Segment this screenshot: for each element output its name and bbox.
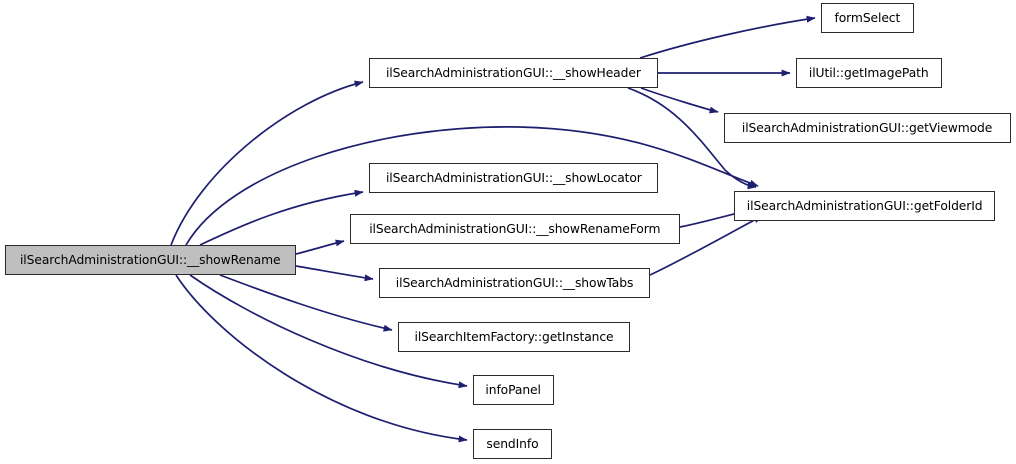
node-label: ilUtil::getImagePath bbox=[809, 64, 929, 80]
node-infoPanel[interactable]: infoPanel bbox=[473, 375, 554, 405]
edge-showHeader-formSelect bbox=[639, 15, 816, 59]
node-sendInfo[interactable]: sendInfo bbox=[473, 429, 552, 459]
node-label: formSelect bbox=[834, 9, 901, 25]
edge-showRename-showRenameForm bbox=[295, 239, 345, 255]
edge-showRename-showLocator bbox=[199, 189, 364, 246]
node-label: ilSearchAdministrationGUI::getFolderId bbox=[746, 197, 983, 213]
node-label: sendInfo bbox=[486, 435, 539, 451]
edge-showRename-showHeader bbox=[170, 80, 364, 246]
edge-showRename-sendInfo bbox=[175, 274, 468, 443]
node-showRename[interactable]: ilSearchAdministrationGUI::__showRename bbox=[5, 245, 296, 275]
node-showHeader[interactable]: ilSearchAdministrationGUI::__showHeader bbox=[369, 58, 658, 88]
node-showTabs[interactable]: ilSearchAdministrationGUI::__showTabs bbox=[379, 268, 650, 298]
node-label: ilSearchAdministrationGUI::__showHeader bbox=[386, 64, 641, 80]
node-getViewmode[interactable]: ilSearchAdministrationGUI::getViewmode bbox=[724, 113, 1011, 143]
node-showRenameForm[interactable]: ilSearchAdministrationGUI::__showRenameF… bbox=[350, 214, 680, 244]
node-formSelect[interactable]: formSelect bbox=[821, 3, 914, 33]
node-label: ilSearchAdministrationGUI::getViewmode bbox=[742, 119, 993, 135]
node-getInstance[interactable]: ilSearchItemFactory::getInstance bbox=[398, 322, 630, 352]
node-label: ilSearchAdministrationGUI::__showTabs bbox=[395, 274, 634, 290]
node-getFolderId[interactable]: ilSearchAdministrationGUI::getFolderId bbox=[734, 191, 995, 221]
node-showLocator[interactable]: ilSearchAdministrationGUI::__showLocator bbox=[369, 163, 658, 193]
node-label: infoPanel bbox=[485, 381, 542, 397]
edge-showRename-getInstance bbox=[219, 274, 393, 332]
node-label: ilSearchAdministrationGUI::__showRename bbox=[20, 251, 281, 267]
node-label: ilSearchItemFactory::getInstance bbox=[414, 328, 614, 344]
edge-showRename-showTabs bbox=[295, 265, 374, 282]
edge-showHeader-getViewmode bbox=[640, 87, 719, 114]
node-label: ilSearchAdministrationGUI::__showLocator bbox=[385, 169, 642, 185]
node-label: ilSearchAdministrationGUI::__showRenameF… bbox=[369, 220, 661, 236]
node-getImagePath[interactable]: ilUtil::getImagePath bbox=[796, 58, 942, 88]
